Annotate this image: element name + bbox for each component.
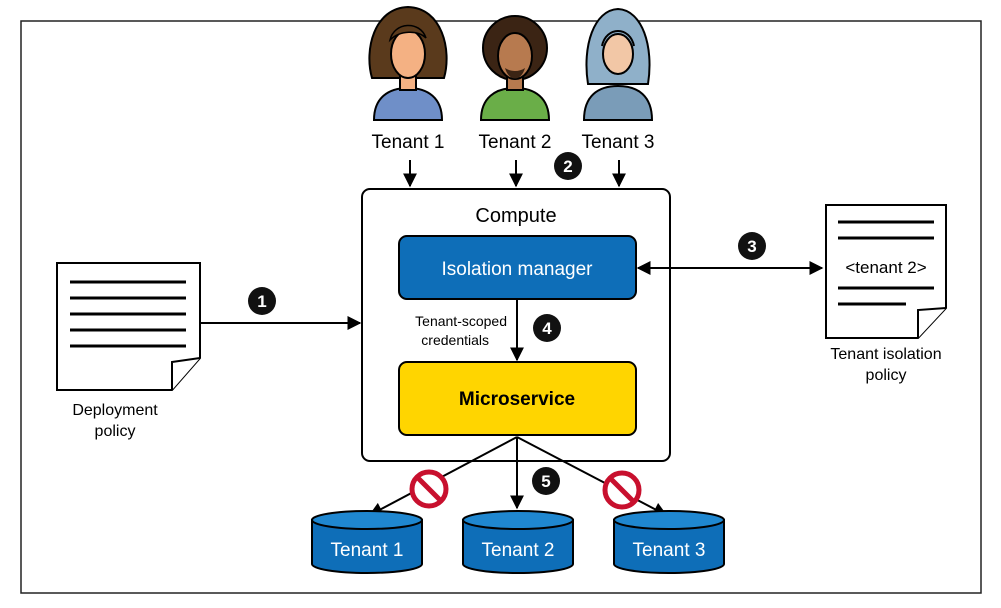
database-tenant-1: Tenant 1 xyxy=(311,510,423,574)
isolation-manager-label: Isolation manager xyxy=(441,259,593,280)
no-entry-icon xyxy=(409,469,449,509)
tenant-isolation-policy-document-icon: <tenant 2> xyxy=(825,204,947,339)
step-3-badge: 3 xyxy=(738,232,766,260)
database-tenant-1-label: Tenant 1 xyxy=(331,540,404,561)
deployment-policy-label-line1: Deployment xyxy=(72,402,158,419)
database-tenant-2: Tenant 2 xyxy=(462,510,574,574)
credentials-label-line2: credentials xyxy=(421,332,489,348)
svg-text:2: 2 xyxy=(563,157,572,176)
deployment-policy-document-icon xyxy=(56,262,201,391)
svg-text:1: 1 xyxy=(257,292,266,311)
credentials-label-line1: Tenant-scoped xyxy=(415,313,507,329)
tenant-isolation-policy-label-line1: Tenant isolation xyxy=(830,346,941,363)
database-tenant-3: Tenant 3 xyxy=(613,510,725,574)
no-entry-icon xyxy=(602,470,642,510)
tenant-2-user: Tenant 2 xyxy=(479,15,552,153)
isolation-manager-box xyxy=(398,235,637,300)
tenant-2-label: Tenant 2 xyxy=(479,132,552,153)
deployment-policy-label-line2: policy xyxy=(95,423,136,440)
step-4-badge: 4 xyxy=(533,314,561,342)
step-5-badge: 5 xyxy=(532,467,560,495)
step-1-badge: 1 xyxy=(248,287,276,315)
tenant-2-avatar-icon xyxy=(479,15,551,121)
microservice-box xyxy=(398,361,637,436)
tenant-1-user: Tenant 1 xyxy=(368,5,448,153)
db-arrow-tenant-3 xyxy=(516,436,668,516)
policy-document-text: <tenant 2> xyxy=(845,258,926,277)
tenant-3-avatar-icon xyxy=(582,7,654,121)
svg-text:5: 5 xyxy=(541,472,550,491)
tenant-1-label: Tenant 1 xyxy=(372,132,445,153)
tenant-isolation-policy-label-line2: policy xyxy=(866,367,907,384)
tenant-3-label: Tenant 3 xyxy=(582,132,655,153)
step-2-badge: 2 xyxy=(554,152,582,180)
tenant-1-avatar-icon xyxy=(368,5,448,121)
svg-text:4: 4 xyxy=(542,319,552,338)
compute-title: Compute xyxy=(475,205,556,227)
microservice-label: Microservice xyxy=(459,389,575,410)
svg-text:3: 3 xyxy=(747,237,756,256)
tenant-3-user: Tenant 3 xyxy=(582,7,655,153)
database-tenant-3-label: Tenant 3 xyxy=(633,540,706,561)
database-tenant-2-label: Tenant 2 xyxy=(482,540,555,561)
